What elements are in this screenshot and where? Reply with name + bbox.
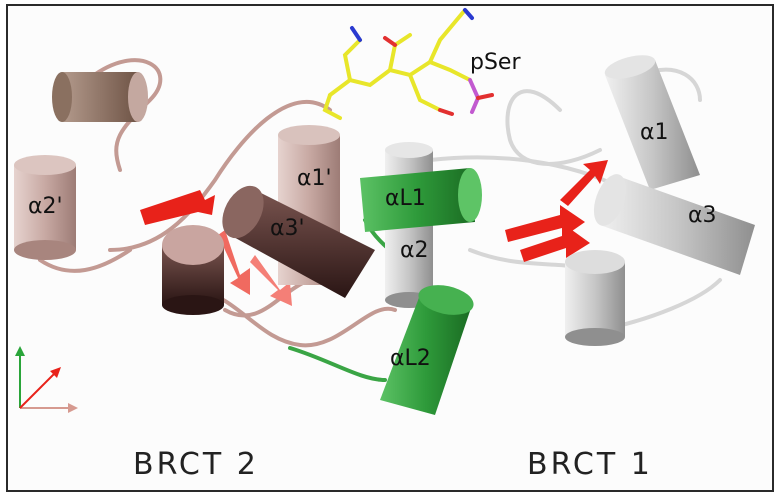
helix-a3prime-label: α3' <box>270 218 305 240</box>
axes-indicator <box>15 346 78 413</box>
pser-label: pSer <box>470 52 521 74</box>
helix-a2prime-label: α2' <box>28 196 63 218</box>
helix-a1prime-label: α1' <box>297 168 332 190</box>
helix-brct2-dark <box>162 225 224 315</box>
helix-brct1-lower <box>565 250 625 346</box>
helix-a2-label: α2 <box>400 240 429 262</box>
helix-aL2-label: αL2 <box>390 348 431 370</box>
domain-label-brct1: BRCT 1 <box>527 450 653 480</box>
helix-a3-label: α3 <box>688 205 717 227</box>
helix-top-left <box>52 72 148 122</box>
domain-label-brct2: BRCT 2 <box>133 450 259 480</box>
helix-a1-label: α1 <box>640 122 669 144</box>
pser-peptide <box>325 10 492 118</box>
helix-aL1-label: αL1 <box>385 188 426 210</box>
